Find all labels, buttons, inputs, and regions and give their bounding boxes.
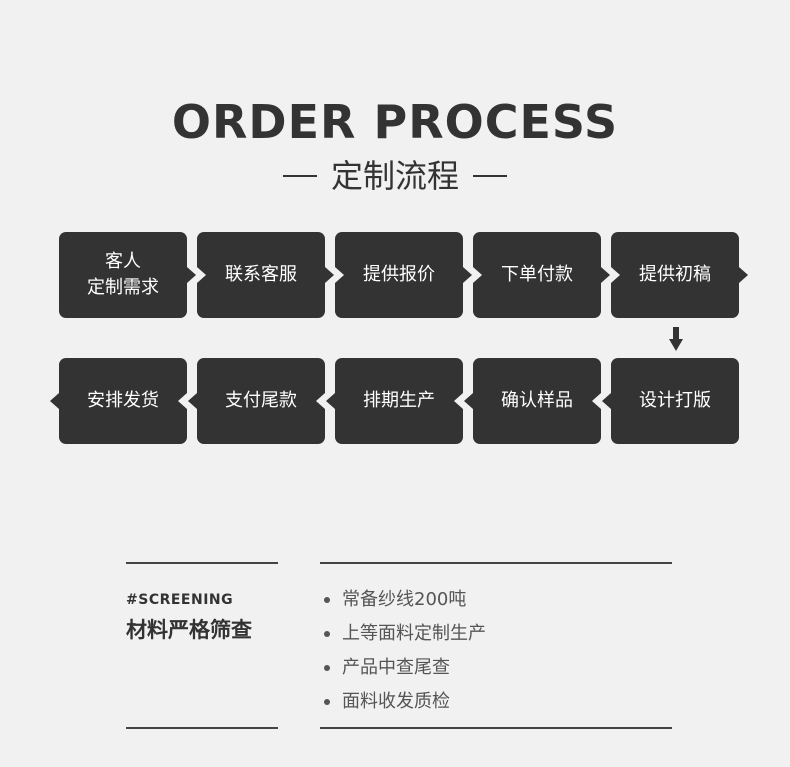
step-2: 联系客服: [197, 232, 325, 318]
flow-arrow-right-icon: [601, 267, 610, 283]
list-item-text: 面料收发质检: [342, 691, 450, 712]
step-label: 提供报价: [363, 264, 435, 285]
step-label: 安排发货: [87, 390, 159, 411]
step-5: 提供初稿: [611, 232, 739, 318]
list-item: 常备纱线200吨: [324, 583, 486, 617]
list-item-text: 上等面料定制生产: [342, 623, 486, 644]
step-notch: [197, 267, 206, 283]
step-8: 排期生产: [335, 358, 463, 444]
screening-list: 常备纱线200吨 上等面料定制生产 产品中查尾查 面料收发质检: [324, 583, 486, 719]
subtitle-dash-left: [282, 175, 317, 177]
flow-arrow-left-icon: [188, 393, 197, 409]
step-label: 客人 定制需求: [87, 251, 159, 298]
step-notch: [611, 267, 620, 283]
subtitle-text: 定制流程: [330, 157, 459, 195]
step-notch: [335, 267, 344, 283]
step-notch: [316, 393, 325, 409]
step-4: 下单付款: [473, 232, 601, 318]
list-item: 上等面料定制生产: [324, 617, 486, 651]
list-item-text: 产品中查尾查: [342, 657, 450, 678]
step-label: 排期生产: [363, 390, 435, 411]
list-item: 面料收发质检: [324, 685, 486, 719]
subtitle-dash-right: [473, 175, 507, 177]
screening-tag: #SCREENING: [126, 592, 234, 608]
list-item-text: 常备纱线200吨: [342, 589, 467, 610]
step-label: 联系客服: [225, 264, 297, 285]
step-7: 确认样品: [473, 358, 601, 444]
bullet-icon: [324, 665, 330, 671]
step-3: 提供报价: [335, 232, 463, 318]
flow-arrow-left-icon: [602, 393, 611, 409]
flow-arrow-left-icon: [50, 393, 59, 409]
step-9: 支付尾款: [197, 358, 325, 444]
divider-top-right: [320, 562, 672, 564]
step-notch: [592, 393, 601, 409]
bullet-icon: [324, 699, 330, 705]
step-6: 设计打版: [611, 358, 739, 444]
flow-arrow-right-icon: [187, 267, 196, 283]
flow-arrow-right-icon: [739, 267, 748, 283]
flow-arrow-left-icon: [326, 393, 335, 409]
flow-arrow-right-icon: [325, 267, 334, 283]
step-label: 提供初稿: [639, 264, 711, 285]
step-label: 确认样品: [501, 390, 573, 411]
step-label: 设计打版: [639, 390, 711, 411]
step-label: 支付尾款: [225, 390, 297, 411]
divider-bottom-right: [320, 727, 672, 729]
page-subtitle: 定制流程: [0, 152, 790, 200]
screening-title: 材料严格筛查: [126, 618, 252, 642]
list-item: 产品中查尾查: [324, 651, 486, 685]
bullet-icon: [324, 597, 330, 603]
step-notch: [178, 393, 187, 409]
flow-arrow-right-icon: [463, 267, 472, 283]
step-10: 安排发货: [59, 358, 187, 444]
step-notch: [454, 393, 463, 409]
flow-arrow-left-icon: [464, 393, 473, 409]
divider-bottom-left: [126, 727, 278, 729]
divider-top-left: [126, 562, 278, 564]
step-1: 客人 定制需求: [59, 232, 187, 318]
step-notch: [473, 267, 482, 283]
page-title: ORDER PROCESS: [171, 95, 619, 149]
step-label: 下单付款: [501, 264, 573, 285]
bullet-icon: [324, 631, 330, 637]
arrow-down-icon: [669, 327, 683, 352]
